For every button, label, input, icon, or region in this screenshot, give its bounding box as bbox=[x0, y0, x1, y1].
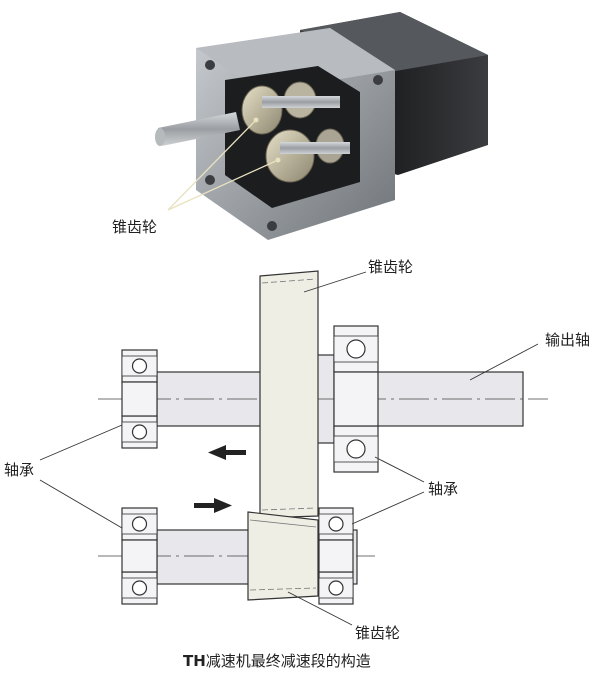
leader-bevel-top bbox=[303, 271, 367, 293]
rotation-arrow-right bbox=[194, 498, 232, 513]
housing-top-face bbox=[196, 28, 395, 92]
bearing-upper-left-top bbox=[121, 349, 158, 383]
bearing-upper-right-bottom bbox=[333, 425, 379, 473]
label-bevel-gear-top: 锥齿轮 bbox=[368, 258, 413, 276]
gear-tooth-line bbox=[261, 507, 317, 511]
photo-output-shaft bbox=[158, 112, 240, 146]
bearing-lower-right-bottom bbox=[318, 571, 354, 605]
mount-hole bbox=[205, 60, 215, 70]
bearing-upper-left-mid bbox=[121, 381, 158, 417]
leader-bevel-bottom bbox=[287, 591, 353, 626]
leader-bearing-left-1 bbox=[39, 424, 123, 461]
photo-leader-line bbox=[167, 159, 279, 211]
photo-bevel-gear-label: 锥齿轮 bbox=[112, 218, 157, 236]
small-bevel-gear bbox=[247, 511, 319, 601]
rotation-arrow-left bbox=[208, 445, 246, 460]
mount-hole bbox=[205, 175, 215, 185]
gear-lower bbox=[265, 129, 315, 183]
gear-tooth-line bbox=[249, 587, 317, 591]
leader-bearing-left-2 bbox=[39, 479, 123, 529]
mount-hole bbox=[267, 221, 277, 231]
label-bearing-right: 轴承 bbox=[428, 480, 458, 498]
mount-hole bbox=[373, 75, 383, 85]
gear-upper bbox=[241, 85, 283, 135]
figure-caption: TH减速机最终减速段的构造 bbox=[183, 652, 371, 670]
caption-prefix: TH bbox=[183, 652, 206, 670]
label-bearing-left: 轴承 bbox=[4, 461, 34, 479]
leader-bearing-right-1 bbox=[374, 456, 425, 483]
gear-diagram bbox=[39, 270, 548, 626]
leader-output-shaft bbox=[469, 343, 539, 381]
caption-text: 减速机最终减速段的构造 bbox=[206, 652, 371, 670]
bearing-upper-right-mid bbox=[333, 371, 379, 427]
bearing-lower-left-bottom bbox=[121, 571, 158, 605]
label-output-shaft: 输出轴 bbox=[545, 331, 590, 349]
label-bevel-gear-bottom: 锥齿轮 bbox=[355, 624, 400, 642]
large-bevel-gear bbox=[259, 270, 319, 519]
inner-shaft-lower bbox=[280, 142, 350, 154]
photo-leader-line bbox=[167, 119, 257, 211]
leader-dot bbox=[275, 157, 281, 163]
gear-tooth-line bbox=[261, 278, 317, 284]
bearing-upper-left-bottom bbox=[121, 415, 158, 449]
photo-shaft-end bbox=[155, 128, 165, 146]
leader-dot bbox=[253, 117, 259, 123]
motor-top bbox=[300, 12, 488, 72]
bearing-upper-right-top bbox=[333, 325, 379, 373]
bearing-lower-left-mid bbox=[121, 539, 158, 573]
bearing-lower-right-top bbox=[318, 507, 354, 541]
bearing-lower-left-top bbox=[121, 507, 158, 541]
gearhead-photo: 锥齿轮 bbox=[112, 12, 488, 240]
inner-shaft-upper bbox=[262, 96, 340, 108]
gear-mesh-line bbox=[249, 519, 317, 528]
leader-bearing-right-2 bbox=[351, 491, 425, 525]
bearing-lower-right-mid bbox=[318, 539, 354, 573]
